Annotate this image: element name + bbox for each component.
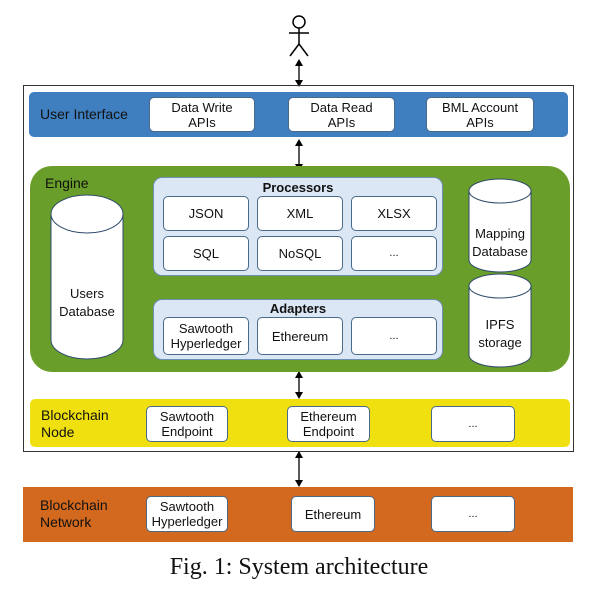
blockchain-network-label: Blockchain Network bbox=[40, 497, 108, 530]
ipfs-storage-label: IPFS storage bbox=[478, 317, 522, 350]
processor-nosql: NoSQL bbox=[257, 236, 343, 271]
processor-xml: XML bbox=[257, 196, 343, 231]
user-actor-icon bbox=[289, 15, 309, 57]
adapter-ethereum: Ethereum bbox=[257, 317, 343, 355]
sawtooth-endpoint-box: Sawtooth Endpoint bbox=[146, 406, 228, 442]
mapping-database-label: Mapping Database bbox=[472, 226, 528, 259]
processor-sql: SQL bbox=[163, 236, 249, 271]
adapter-more: ... bbox=[351, 317, 437, 355]
adapters-title: Adapters bbox=[269, 301, 327, 316]
ui-layer-label: User Interface bbox=[40, 106, 128, 122]
data-read-apis-box: Data Read APIs bbox=[288, 97, 395, 132]
network-more-box: ... bbox=[431, 496, 515, 532]
processors-title: Processors bbox=[262, 180, 334, 195]
engine-label: Engine bbox=[45, 175, 89, 191]
sawtooth-hyperledger-network-box: Sawtooth Hyperledger bbox=[146, 496, 228, 532]
processor-more: ... bbox=[351, 236, 437, 271]
node-more-box: ... bbox=[431, 406, 515, 442]
processor-xlsx: XLSX bbox=[351, 196, 437, 231]
data-write-apis-box: Data Write APIs bbox=[149, 97, 255, 132]
processor-json: JSON bbox=[163, 196, 249, 231]
users-database-label: Users Database bbox=[59, 286, 115, 319]
figure-caption: Fig. 1: System architecture bbox=[169, 554, 429, 580]
ethereum-network-box: Ethereum bbox=[291, 496, 375, 532]
system-frame bbox=[23, 85, 574, 452]
ethereum-endpoint-box: Ethereum Endpoint bbox=[287, 406, 370, 442]
adapter-sawtooth: Sawtooth Hyperledger bbox=[163, 317, 249, 355]
blockchain-node-label: Blockchain Node bbox=[41, 407, 109, 440]
bml-account-apis-box: BML Account APIs bbox=[426, 97, 534, 132]
